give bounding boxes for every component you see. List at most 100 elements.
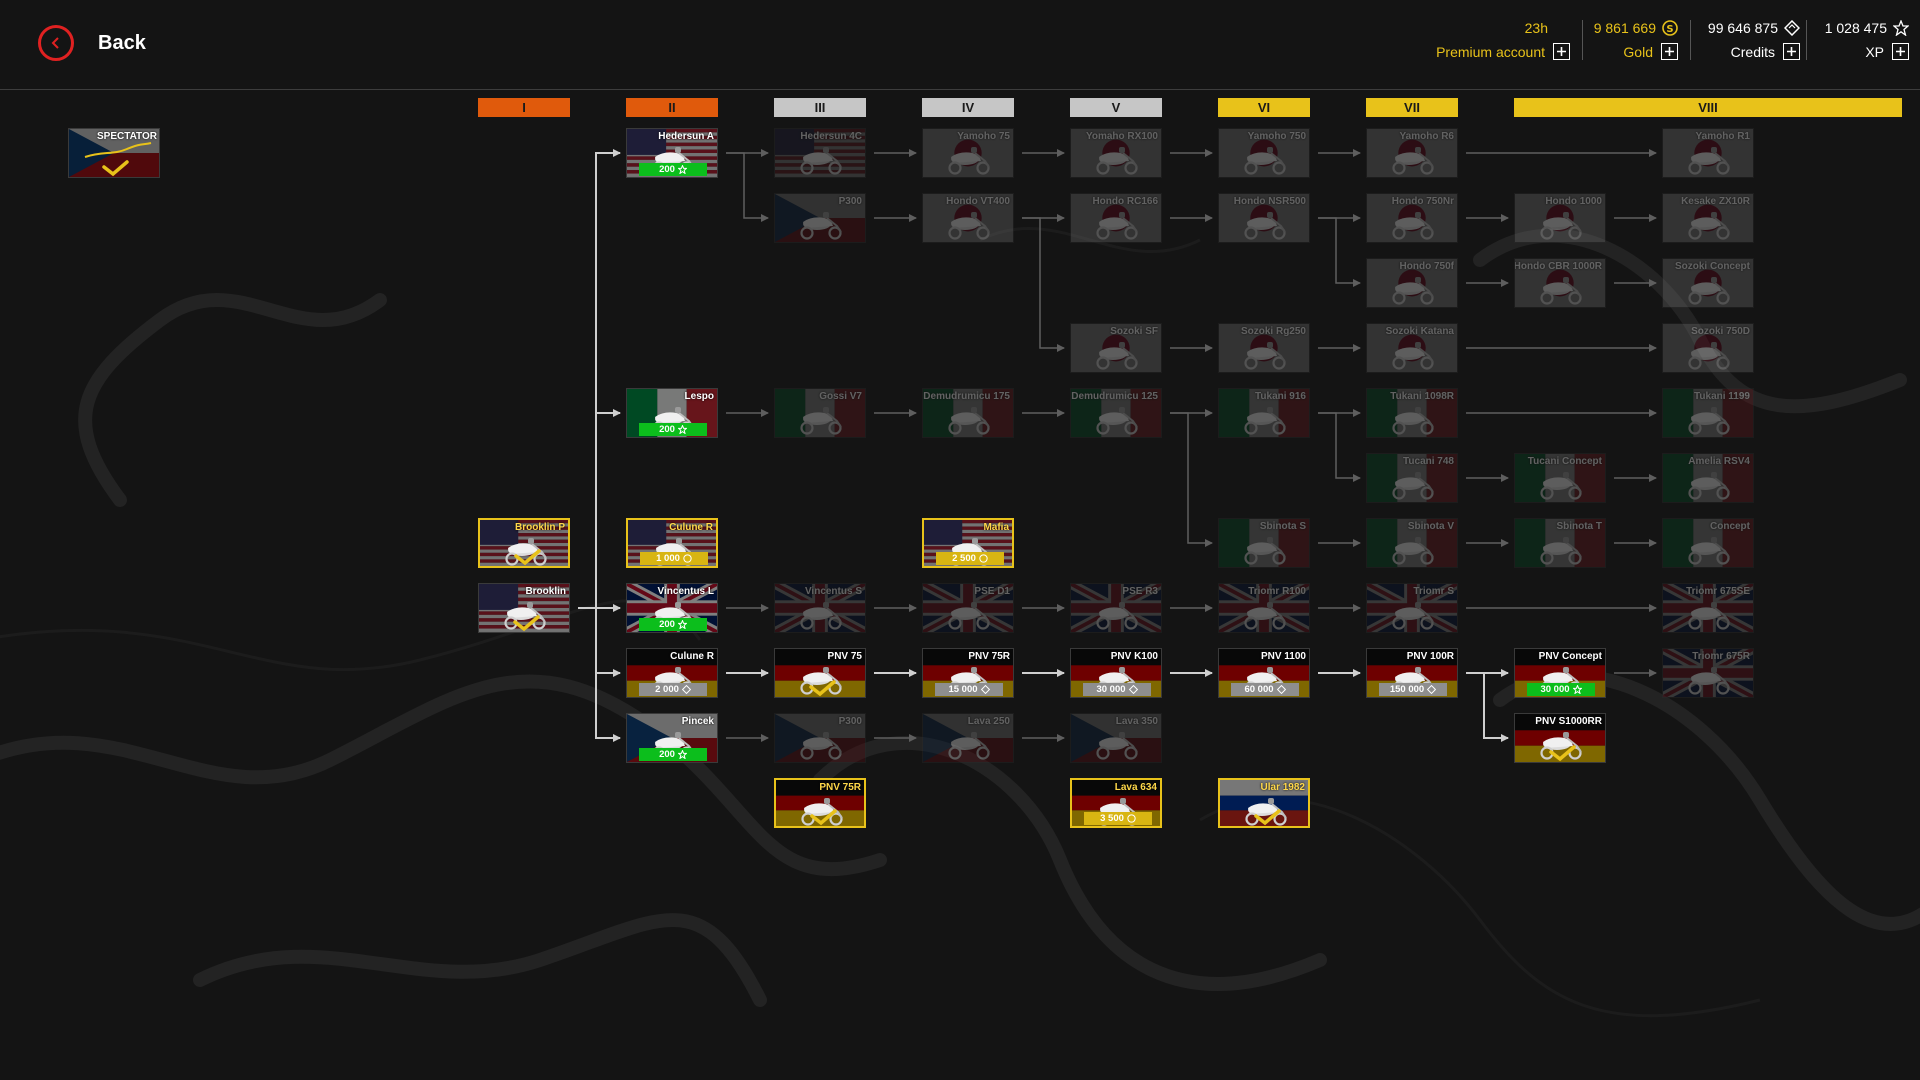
vehicle-card-yamoho-75[interactable]: Yamoho 75 <box>922 128 1014 178</box>
vehicle-card-hondo-cbr1000r[interactable]: Hondo CBR 1000R <box>1514 258 1606 308</box>
sidecar-motorcycle-icon <box>1392 147 1434 175</box>
vehicle-card-demudrumicu-175[interactable]: Demudrumicu 175 <box>922 388 1014 438</box>
buy-gold-button[interactable] <box>1661 43 1678 60</box>
vehicle-card-pnv-75r-p[interactable]: PNV 75R <box>774 778 866 828</box>
vehicle-card-triomr-r100[interactable]: Triomr R100 <box>1218 583 1310 633</box>
vehicle-card-tucani-748[interactable]: Tucani 748 <box>1366 453 1458 503</box>
vehicle-card-sozoki-sf[interactable]: Sozoki SF <box>1070 323 1162 373</box>
vehicle-card-tukani-1098r[interactable]: Tukani 1098R <box>1366 388 1458 438</box>
vehicle-card-yamoho-r6[interactable]: Yamoho R6 <box>1366 128 1458 178</box>
vehicle-card-yamoho-750[interactable]: Yamoho 750 <box>1218 128 1310 178</box>
vehicle-name: Yomaho RX100 <box>1085 131 1158 142</box>
vehicle-name: Pincek <box>681 716 714 727</box>
jp-flag-icon <box>1663 324 1753 372</box>
price-badge: 150 000 <box>1379 683 1447 696</box>
vehicle-card-tukani-916[interactable]: Tukani 916 <box>1218 388 1310 438</box>
jp-flag-icon <box>1663 194 1753 242</box>
vehicle-name: Triomr 675SE <box>1686 586 1750 597</box>
sidecar-motorcycle-icon <box>800 212 842 240</box>
vehicle-card-sozoki-katana[interactable]: Sozoki Katana <box>1366 323 1458 373</box>
vehicle-card-triomr-675se[interactable]: Triomr 675SE <box>1662 583 1754 633</box>
vehicle-card-p300b[interactable]: P300 <box>774 713 866 763</box>
vehicle-card-hondo-vt400[interactable]: Hondo VT400 <box>922 193 1014 243</box>
vehicle-card-hondo-nsr500[interactable]: Hondo NSR500 <box>1218 193 1310 243</box>
vehicle-name: Hondo 750Nr <box>1391 196 1454 207</box>
vehicle-card-ural-1982[interactable]: Ular 1982 <box>1218 778 1310 828</box>
vehicle-card-p300a[interactable]: P300 <box>774 193 866 243</box>
price-badge: 30 000 <box>1083 683 1151 696</box>
vehicle-card-gossi-v7[interactable]: Gossi V7 <box>774 388 866 438</box>
sidecar-motorcycle-icon <box>1244 212 1286 240</box>
vehicle-card-pse-d1[interactable]: PSE D1 <box>922 583 1014 633</box>
vehicle-card-sozoki-rg250[interactable]: Sozoki Rg250 <box>1218 323 1310 373</box>
credits-value: 99 646 875 <box>1707 20 1778 36</box>
vehicle-card-sozoki-concept[interactable]: Sozoki Concept <box>1662 258 1754 308</box>
sidecar-motorcycle-icon <box>1688 277 1730 305</box>
vehicle-card-yamoho-r1[interactable]: Yamoho R1 <box>1662 128 1754 178</box>
sidecar-motorcycle-icon <box>948 147 990 175</box>
vehicle-card-pnv-75[interactable]: PNV 75 <box>774 648 866 698</box>
it-flag-icon <box>1071 389 1161 437</box>
sidecar-motorcycle-icon <box>1688 472 1730 500</box>
vehicle-card-tucani-concept[interactable]: Tucani Concept <box>1514 453 1606 503</box>
vehicle-card-hondo-rc166[interactable]: Hondo RC166 <box>1070 193 1162 243</box>
vehicle-card-lava-250[interactable]: Lava 250 <box>922 713 1014 763</box>
vehicle-card-triomr-s[interactable]: Triomr S <box>1366 583 1458 633</box>
vehicle-card-vincentus-s[interactable]: Vincentus S <box>774 583 866 633</box>
vehicle-card-demudrumicu-125[interactable]: Demudrumicu 125 <box>1070 388 1162 438</box>
vehicle-card-triomr-675r[interactable]: Triomr 675R <box>1662 648 1754 698</box>
vehicle-name: Triomr R100 <box>1248 586 1306 597</box>
vehicle-card-amelia-rsv4[interactable]: Amelia RSV4 <box>1662 453 1754 503</box>
vehicle-card-sbinota-s[interactable]: Sbinota S <box>1218 518 1310 568</box>
buy-xp-button[interactable] <box>1892 43 1909 60</box>
credits-icon <box>1276 685 1286 694</box>
vehicle-name: Kesake ZX10R <box>1681 196 1750 207</box>
vehicle-card-sozoki-750d[interactable]: Sozoki 750D <box>1662 323 1754 373</box>
vehicle-card-hedersun-4c[interactable]: Hedersun 4C <box>774 128 866 178</box>
price-value: 3 500 <box>1100 813 1124 824</box>
uk-flag-icon <box>1663 649 1753 697</box>
vehicle-card-yomaho-rx100[interactable]: Yomaho RX100 <box>1070 128 1162 178</box>
price-value: 30 000 <box>1096 684 1126 695</box>
vehicle-name: Yamoho 75 <box>957 131 1010 142</box>
sidecar-motorcycle-icon <box>800 407 842 435</box>
vehicle-card-sbinota-v[interactable]: Sbinota V <box>1366 518 1458 568</box>
premium-time: 23h <box>1524 20 1548 36</box>
spectator-card[interactable]: SPECTATOR <box>68 128 160 178</box>
vehicle-card-pse-r3[interactable]: PSE R3 <box>1070 583 1162 633</box>
vehicle-card-lava-350[interactable]: Lava 350 <box>1070 713 1162 763</box>
vehicle-card-brooklin-p[interactable]: Brooklin P <box>478 518 570 568</box>
vehicle-card-sbinota-t[interactable]: Sbinota T <box>1514 518 1606 568</box>
vehicle-card-hondo-1000[interactable]: Hondo 1000 <box>1514 193 1606 243</box>
vehicle-card-hondo-750f[interactable]: Hondo 750f <box>1366 258 1458 308</box>
vehicle-name: Mafia <box>983 522 1009 533</box>
back-button[interactable]: Back <box>38 25 146 61</box>
vehicle-card-brooklin[interactable]: Brooklin <box>478 583 570 633</box>
buy-premium-button[interactable] <box>1553 43 1570 60</box>
vehicle-card-pnv-s1000rr[interactable]: PNV S1000RR <box>1514 713 1606 763</box>
vehicle-card-tukani-1199[interactable]: Tukani 1199 <box>1662 388 1754 438</box>
vehicle-card-kesake-zx10r[interactable]: Kesake ZX10R <box>1662 193 1754 243</box>
jp-flag-icon <box>1515 259 1605 307</box>
vehicle-card-concept[interactable]: Concept <box>1662 518 1754 568</box>
vehicle-name: Hedersun A <box>658 131 714 142</box>
jp-flag-icon <box>923 194 1013 242</box>
buy-credits-button[interactable] <box>1783 43 1800 60</box>
vehicle-card-hondo-750nr[interactable]: Hondo 750Nr <box>1366 193 1458 243</box>
price-badge: 3 500 <box>1084 812 1152 825</box>
